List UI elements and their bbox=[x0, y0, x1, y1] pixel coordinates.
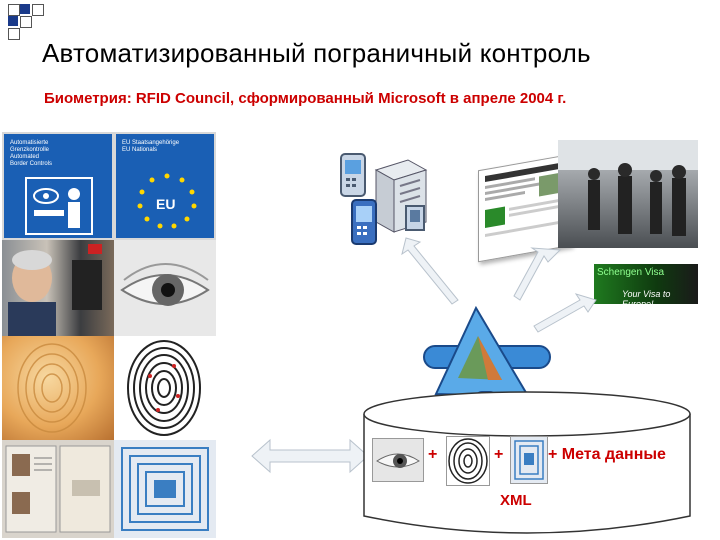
rfid-tag-image bbox=[114, 440, 216, 538]
fingerprint-icon bbox=[127, 340, 201, 436]
fingerprint-scan bbox=[114, 336, 216, 440]
airport-photo bbox=[558, 140, 698, 248]
sign-left-text: Automatisierte Grenzkontrolle Automated … bbox=[10, 140, 53, 167]
eye-icon bbox=[120, 263, 210, 306]
server-icon bbox=[374, 159, 428, 233]
eu-label: EU bbox=[156, 196, 176, 212]
passport-control-icon bbox=[25, 177, 93, 235]
db-iris-thumb bbox=[372, 438, 424, 482]
schengen-visa-banner: Schengen Visa Your Visa to Europe! bbox=[594, 264, 698, 304]
passport-photo bbox=[2, 440, 114, 538]
page-title: Автоматизированный пограничный контроль bbox=[42, 38, 591, 68]
visa-title: Schengen Visa bbox=[597, 267, 665, 278]
sign-right-text: EU Staatsangehörige EU Nationals bbox=[122, 140, 180, 153]
visa-tagline: Your Visa to Europe! bbox=[622, 289, 671, 304]
eye-icon bbox=[376, 453, 420, 468]
corner-square bbox=[8, 16, 18, 26]
db-rfid-thumb bbox=[510, 436, 548, 484]
plus-sign: + bbox=[428, 446, 438, 463]
corner-square bbox=[32, 4, 44, 16]
corner-square bbox=[8, 4, 20, 16]
rfid-antenna-icon bbox=[121, 447, 209, 531]
plus-sign: + bbox=[494, 446, 504, 463]
face-scan-photo bbox=[2, 240, 114, 336]
corner-square bbox=[20, 16, 32, 28]
meta-data-label: + Мета данные bbox=[548, 446, 666, 463]
web-document-screenshot bbox=[478, 153, 572, 263]
border-control-sign: Automatisierte Grenzkontrolle Automated … bbox=[2, 132, 114, 240]
travelers-icon bbox=[558, 140, 698, 236]
fingerprint-ridges-icon bbox=[17, 343, 87, 433]
phone-icon bbox=[340, 153, 366, 197]
xml-label: XML bbox=[500, 492, 532, 509]
page-subtitle: Биометрия: RFID Council, сформированный … bbox=[44, 90, 567, 107]
person-icon bbox=[8, 244, 102, 336]
eu-nationals-sign: EU Staatsangehörige EU Nationals EU bbox=[114, 132, 216, 240]
pda-icon bbox=[351, 199, 377, 245]
corner-square bbox=[8, 28, 20, 40]
fingertip-photo bbox=[2, 336, 114, 440]
corner-square bbox=[20, 4, 30, 14]
fingerprint-icon bbox=[448, 438, 488, 484]
passport-icon bbox=[5, 445, 111, 533]
iris-photo bbox=[114, 240, 216, 336]
db-fingerprint-thumb bbox=[446, 436, 490, 486]
eu-stars-icon bbox=[137, 173, 197, 229]
rfid-antenna-icon bbox=[514, 440, 544, 480]
device-icon bbox=[405, 205, 425, 231]
document-content-icon bbox=[485, 161, 565, 238]
